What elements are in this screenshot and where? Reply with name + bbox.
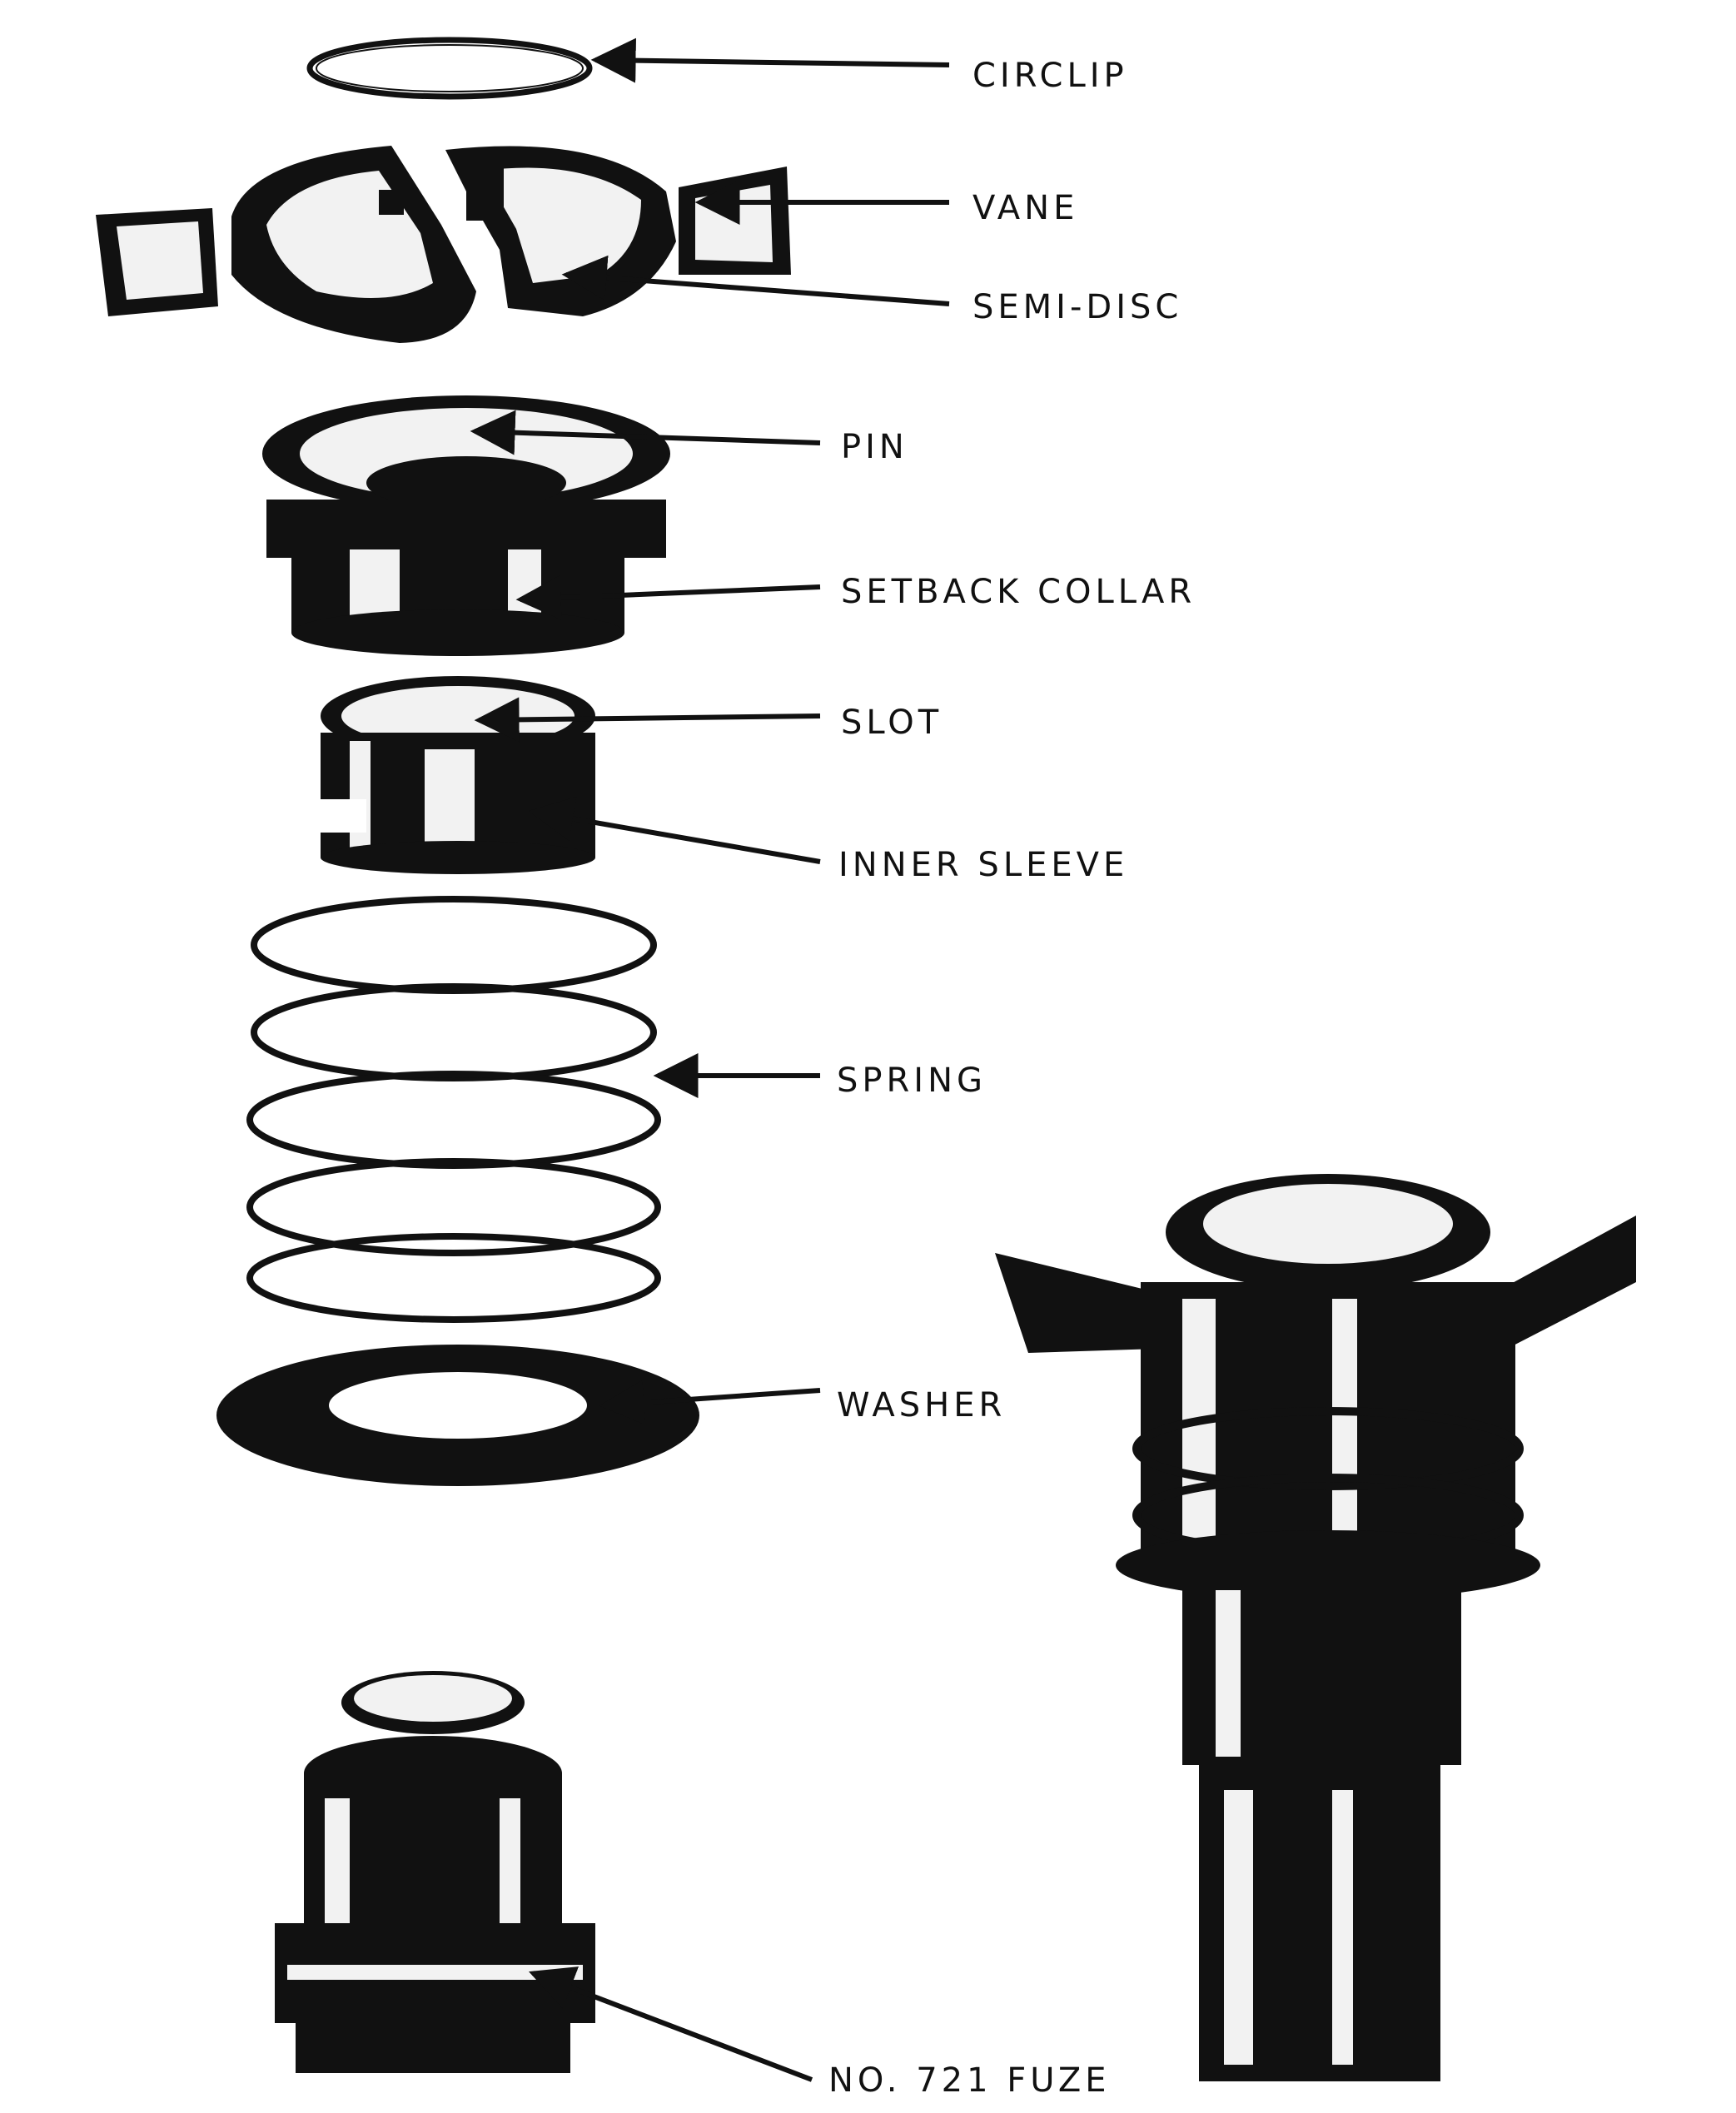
label-setback-collar: SETBACK COLLAR	[841, 573, 1196, 611]
label-inner-sleeve: INNER SLEEVE	[838, 846, 1129, 884]
vane-semi-disc-part	[96, 146, 791, 343]
leader-lines	[470, 37, 950, 2082]
label-circlip: CIRCLIP	[972, 57, 1128, 95]
label-spring: SPRING	[837, 1061, 987, 1100]
assembled-fuze	[995, 1174, 1636, 2081]
washer-part	[216, 1345, 699, 1486]
label-vane: VANE	[972, 189, 1079, 227]
label-fuze: NO. 721 FUZE	[828, 2061, 1111, 2100]
circlip-part	[306, 37, 593, 100]
label-washer: WASHER	[837, 1386, 1007, 1424]
fuze-part	[275, 1671, 595, 2073]
spring-part	[246, 896, 661, 1323]
label-semi-disc: SEMI-DISC	[972, 288, 1183, 326]
inner-sleeve-part	[321, 676, 595, 874]
label-slot: SLOT	[841, 704, 943, 742]
setback-collar-part	[262, 395, 670, 656]
label-pin: PIN	[841, 428, 908, 466]
